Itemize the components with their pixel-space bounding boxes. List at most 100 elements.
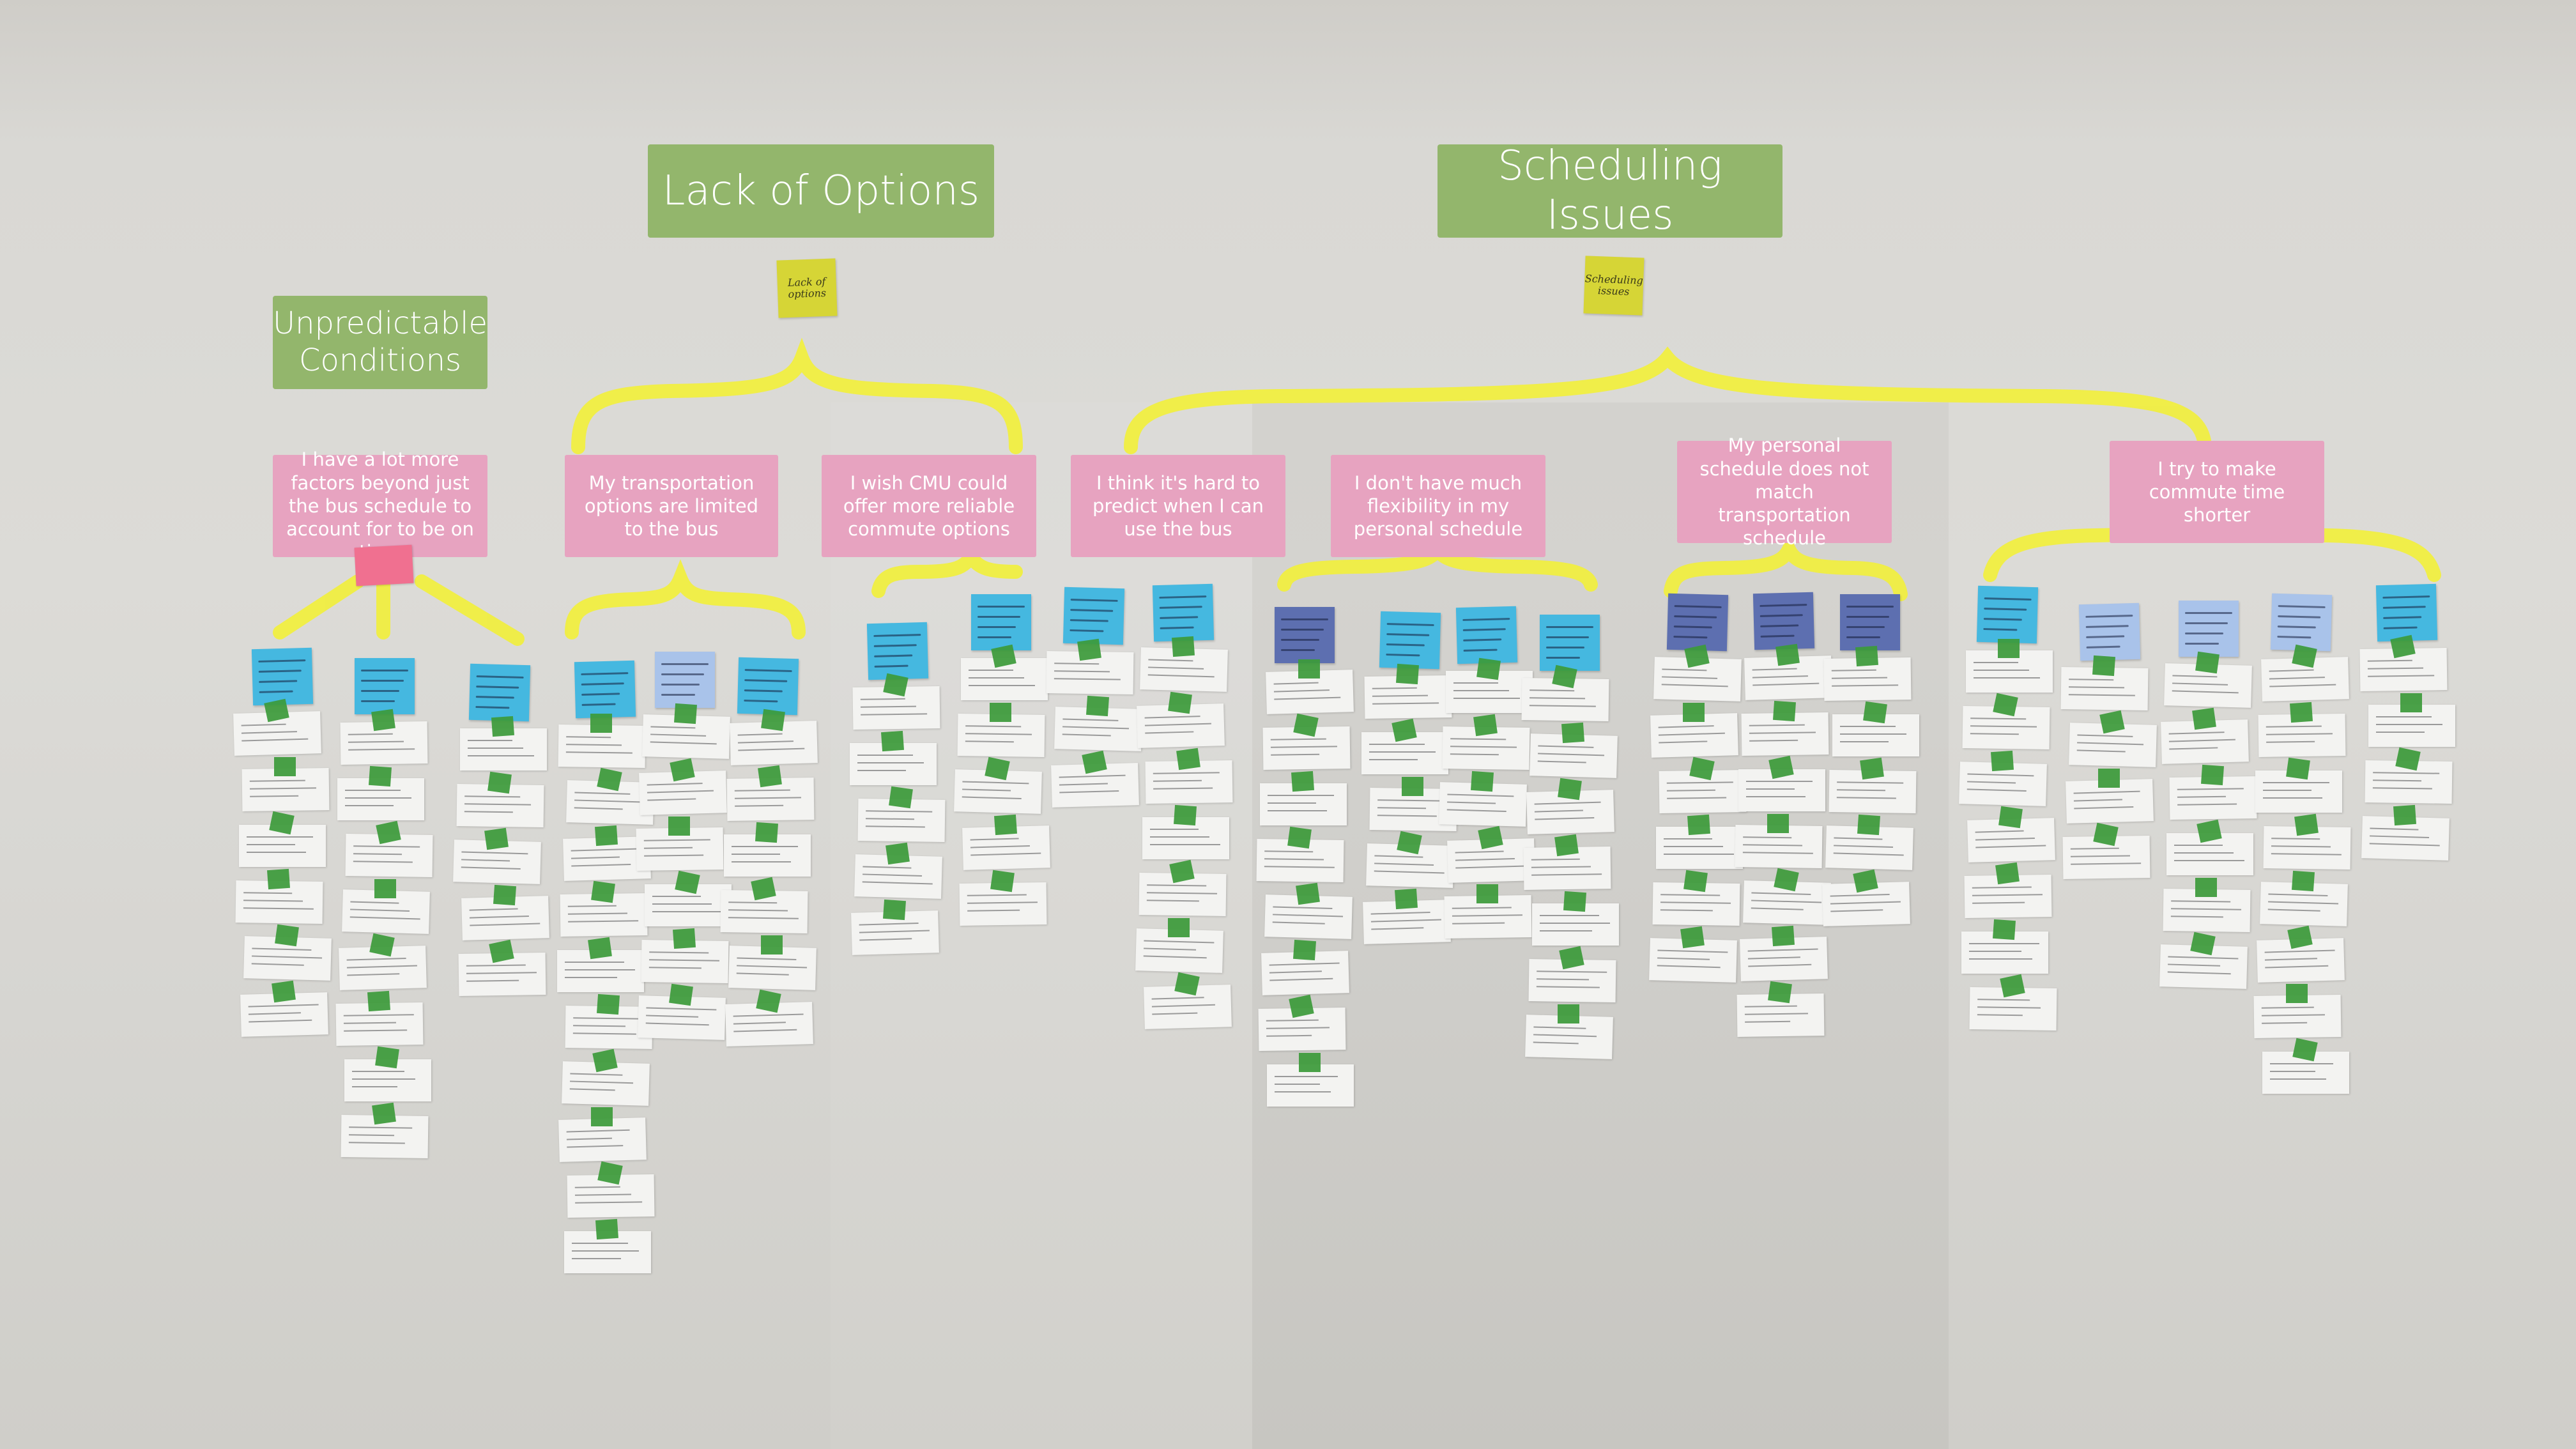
green-tape — [595, 1218, 619, 1240]
green-tape — [1687, 814, 1711, 836]
green-tape — [1171, 636, 1195, 657]
green-tape — [372, 1102, 396, 1125]
green-tape — [2098, 769, 2120, 788]
green-tape — [882, 899, 907, 921]
green-tape — [591, 880, 615, 903]
green-tape — [1771, 925, 1795, 947]
blue-sticky — [971, 594, 1031, 650]
green-tape — [1563, 891, 1587, 912]
green-tape — [1168, 918, 1190, 937]
index-card — [2262, 1052, 2349, 1094]
green-tape — [1296, 882, 1320, 905]
green-tape — [885, 842, 910, 865]
green-tape — [1683, 703, 1705, 722]
blue-sticky — [2179, 601, 2239, 657]
green-tape — [1394, 888, 1418, 910]
green-tape — [1554, 834, 1579, 857]
blue-sticky — [1540, 615, 1600, 671]
green-tape — [374, 879, 396, 898]
green-tape — [761, 709, 785, 732]
green-tape — [1298, 659, 1320, 678]
green-tape — [275, 924, 299, 947]
green-tape — [755, 822, 779, 843]
fan-left — [273, 574, 365, 640]
green-tape — [990, 870, 1015, 893]
green-tape — [1299, 1053, 1321, 1072]
green-tape — [1470, 770, 1494, 792]
green-tape — [484, 827, 509, 850]
green-tape — [880, 730, 905, 752]
green-tape — [1995, 862, 2020, 885]
green-tape — [1395, 663, 1420, 685]
green-tape — [1998, 806, 2023, 829]
blue-sticky — [1840, 594, 1900, 650]
green-tape — [990, 703, 1011, 722]
blue-sticky — [1666, 593, 1729, 652]
header-unpredictable-conditions: Unpredictable Conditions — [273, 296, 487, 389]
green-tape — [672, 928, 696, 949]
green-tape — [2192, 707, 2216, 730]
pink-sticky-note — [354, 544, 414, 586]
green-tape — [493, 884, 517, 906]
blue-sticky — [737, 657, 799, 716]
green-tape — [272, 980, 296, 1003]
green-tape — [1558, 778, 1582, 801]
blue-sticky — [468, 663, 531, 722]
green-tape — [1857, 814, 1881, 836]
green-tape — [2195, 651, 2220, 674]
green-tape — [761, 935, 783, 954]
green-tape — [1085, 695, 1110, 717]
green-tape — [673, 703, 698, 724]
sticky-lack-of-options: Lack of options — [776, 258, 838, 318]
brace-lack-of-options — [571, 337, 1023, 454]
green-tape — [2294, 813, 2319, 836]
green-tape — [1558, 1004, 1579, 1023]
green-tape — [491, 716, 515, 737]
green-tape — [1998, 639, 2020, 658]
green-tape — [2289, 702, 2313, 723]
blue-sticky — [574, 660, 636, 719]
blue-sticky — [1455, 606, 1518, 664]
green-tape — [1683, 870, 1708, 893]
insight-hard-to-predict: I think it's hard to predict when I can … — [1071, 455, 1285, 557]
green-tape — [371, 709, 395, 732]
green-tape — [2200, 764, 2225, 786]
green-tape — [367, 990, 391, 1012]
green-tape — [590, 714, 612, 733]
header-lack-of-options: Lack of Options — [648, 144, 994, 238]
blue-sticky — [655, 652, 715, 708]
green-tape — [594, 825, 618, 847]
green-tape — [1476, 884, 1498, 903]
blue-sticky — [1152, 583, 1215, 642]
green-tape — [596, 993, 620, 1015]
green-tape — [487, 771, 512, 794]
green-tape — [1168, 691, 1192, 714]
green-tape — [1772, 700, 1797, 722]
green-tape — [1992, 919, 2016, 940]
insight-schedule-mismatch: My personal schedule does not match tran… — [1677, 434, 1892, 549]
green-tape — [1768, 981, 1792, 1004]
blue-sticky — [2078, 602, 2141, 661]
green-tape — [1767, 814, 1789, 833]
green-tape — [375, 1046, 399, 1069]
green-tape — [591, 1107, 613, 1126]
green-tape — [2400, 693, 2422, 712]
blue-sticky — [866, 622, 929, 680]
blue-sticky — [1275, 607, 1335, 663]
green-tape — [1402, 777, 1423, 796]
insight-shorter-commute: I try to make commute time shorter — [2110, 441, 2324, 543]
green-tape — [368, 765, 392, 787]
green-tape — [1561, 722, 1585, 744]
green-tape — [1173, 804, 1197, 826]
insight-cmu-reliable-options: I wish CMU could offer more reliable com… — [822, 455, 1036, 557]
green-tape — [1176, 747, 1200, 770]
blue-sticky — [2270, 593, 2333, 652]
green-tape — [2195, 878, 2217, 897]
insight-more-factors: I have a lot more factors beyond just th… — [273, 448, 487, 563]
green-tape — [1287, 826, 1312, 849]
green-tape — [993, 814, 1018, 836]
green-tape — [668, 816, 690, 836]
sticky-scheduling-issues: Scheduling issues — [1583, 256, 1644, 316]
green-tape — [2286, 757, 2310, 780]
green-tape — [1860, 757, 1884, 780]
